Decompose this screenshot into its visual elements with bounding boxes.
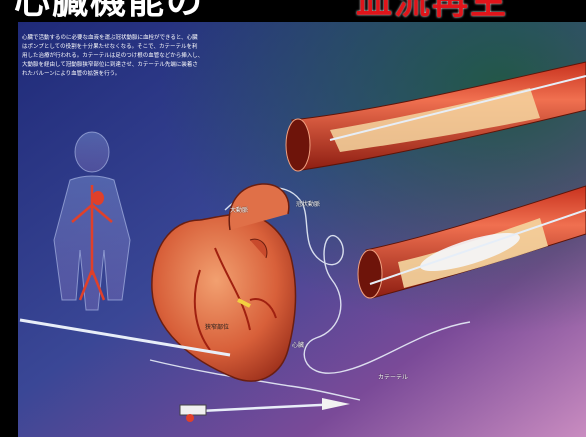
intro-line: はポンプとしての役割を十分果たせなくなる。そこで、カテーテルを利 <box>22 43 322 52</box>
title-banner: 心臓機能の 血流再生 <box>0 0 586 22</box>
intro-line: 大動脈を経由して冠動脈狭窄部位に到達させ、カテーテル先端に装着さ <box>22 61 322 70</box>
label-stenosis-site: 狭窄部位 <box>205 322 229 331</box>
label-catheter: カテーテル <box>378 372 408 381</box>
intro-line: れたバルーンにより血管の拡張を行う。 <box>22 70 322 79</box>
intro-text: 心臓で活動するのに必要な血液を運ぶ冠状動脈に血栓ができると、心臓 はポンプとして… <box>22 34 322 79</box>
label-coronary-artery: 冠状動脈 <box>296 199 320 208</box>
intro-line: 心臓で活動するのに必要な血液を運ぶ冠状動脈に血栓ができると、心臓 <box>22 34 322 43</box>
intro-line: 用した治療が行われる。カテーテルは足のつけ根の血管などから挿入し、 <box>22 52 322 61</box>
title-white-part: 心臓機能の <box>14 0 204 22</box>
title-red-part: 血流再生 <box>356 0 508 22</box>
label-heart: 心臓 <box>292 340 304 349</box>
label-aorta: 大動脈 <box>230 205 248 214</box>
